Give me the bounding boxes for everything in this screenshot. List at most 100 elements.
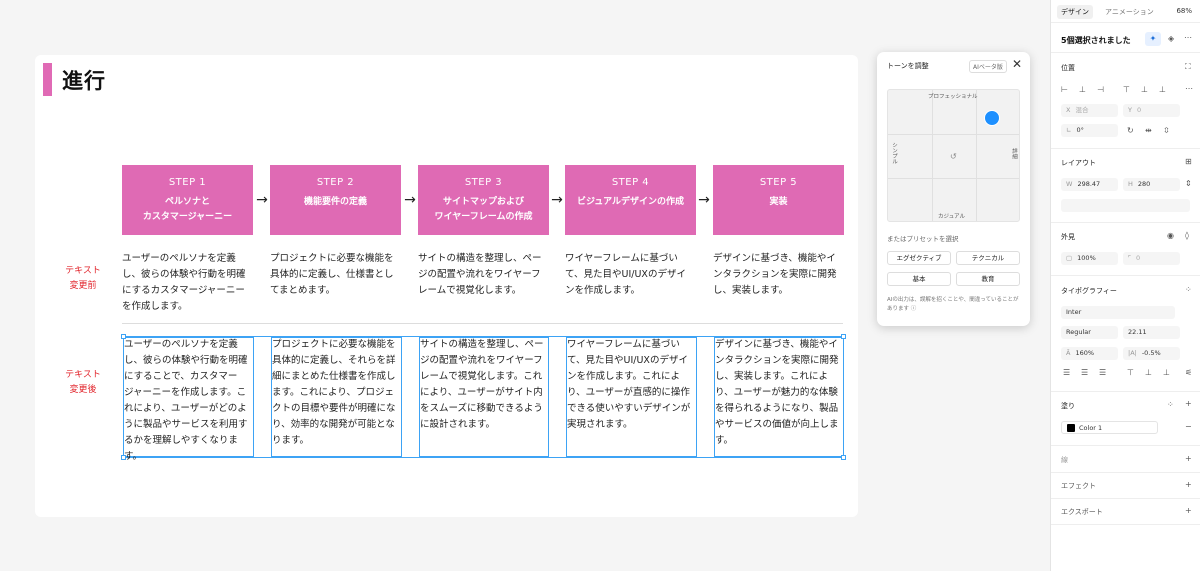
tab-animation[interactable]: アニメーション — [1105, 8, 1154, 16]
line-height-value: 160% — [1075, 349, 1095, 357]
after-text-5[interactable]: デザインに基づき、機能やイ ンタラクションを実際に開発 し、実装します。これによ… — [715, 339, 839, 446]
zoom-level[interactable]: 68% — [1176, 7, 1192, 15]
add-export-icon[interactable]: + — [1185, 506, 1192, 515]
w-label: W — [1066, 180, 1073, 188]
tone-picker-grid[interactable]: プロフェッショナル カジュアル シンプル 詳細 ↺ — [887, 89, 1020, 222]
before-text-2[interactable]: プロジェクトに必要な機能を 具体的に定義し、仕様書とし てまとめます。 — [270, 253, 394, 296]
font-weight-select[interactable]: Regular — [1061, 326, 1118, 339]
preset-education-button[interactable]: 教育 — [956, 272, 1020, 286]
page-title[interactable]: 進行 — [62, 69, 106, 93]
grid-line — [888, 178, 1019, 179]
axis-label-top: プロフェッショナル — [928, 94, 978, 100]
text-align-middle-icon[interactable]: ⊥ — [1145, 368, 1152, 377]
flip-vertical-icon[interactable]: ⇳ — [1163, 126, 1170, 135]
label-after[interactable]: テキスト 変更後 — [65, 370, 101, 395]
arrow-right-icon: → — [551, 192, 563, 208]
fill-color-field[interactable]: Color 1 — [1061, 421, 1158, 434]
before-text-1[interactable]: ユーザーのペルソナを定義 し、彼らの体験や行動を明確 にするカスタマージャーニー… — [122, 253, 246, 312]
step-box-3[interactable]: STEP 3 サイトマップおよび ワイヤーフレームの作成 — [418, 165, 549, 235]
more-icon[interactable]: ⋯ — [1184, 33, 1192, 42]
resize-handle-bl[interactable] — [121, 455, 126, 460]
font-size-field[interactable]: 22.11 — [1123, 326, 1180, 339]
color-swatch[interactable] — [1067, 424, 1075, 432]
selection-box-5 — [714, 337, 844, 457]
divider — [122, 323, 843, 324]
tone-handle[interactable] — [984, 110, 1000, 126]
blend-mode-icon[interactable]: ◊ — [1185, 231, 1189, 240]
frame-fit-icon[interactable]: ⛶ — [1185, 62, 1191, 71]
add-fill-icon[interactable]: + — [1185, 399, 1192, 408]
text-align-right-icon[interactable]: ☰ — [1099, 368, 1107, 377]
flip-horizontal-icon[interactable]: ⇹ — [1145, 126, 1152, 135]
opacity-field[interactable]: ▢100% — [1061, 252, 1118, 265]
label-before[interactable]: テキスト 変更前 — [65, 266, 101, 291]
resize-handle-tr[interactable] — [841, 334, 846, 339]
component-icon[interactable]: ◈ — [1168, 34, 1175, 43]
step-number: STEP 3 — [464, 177, 503, 188]
reset-icon[interactable]: ↺ — [950, 152, 957, 161]
resize-handle-br[interactable] — [841, 455, 846, 460]
x-value: 混合 — [1075, 106, 1089, 114]
before-text-5[interactable]: デザインに基づき、機能やイ ンタラクションを実際に開発 し、実装します。 — [713, 253, 837, 296]
divider — [1051, 52, 1200, 53]
constrain-proportions-icon[interactable]: ⇕ — [1185, 179, 1192, 188]
after-text-4[interactable]: ワイヤーフレームに基づい て、見た目やUI/UXのデザイ ンを作成します。これに… — [567, 339, 691, 430]
align-right-icon[interactable]: ⊣ — [1097, 85, 1104, 94]
step-box-4[interactable]: STEP 4 ビジュアルデザインの作成 — [565, 165, 696, 235]
after-text-3[interactable]: サイトの構造を整理し、ペー ジの配置や流れをワイヤーフ レームで視覚化します。こ… — [420, 339, 544, 430]
close-icon[interactable]: ✕ — [1011, 57, 1022, 71]
properties-panel: デザイン アニメーション 68% 5個選択されました ✦ ◈ ⋯ 位置 ⛶ ⊢ … — [1050, 0, 1200, 571]
align-center-v-icon[interactable]: ⊥ — [1141, 85, 1148, 94]
align-left-icon[interactable]: ⊢ — [1061, 85, 1068, 94]
align-bottom-icon[interactable]: ⊥ — [1159, 85, 1166, 94]
divider — [1051, 445, 1200, 446]
text-styles-icon[interactable]: ⁘ — [1185, 285, 1192, 294]
after-text-2[interactable]: プロジェクトに必要な機能を 具体的に定義し、それらを詳 細にまとめた仕様書を作成… — [272, 339, 396, 446]
tone-adjust-popup: トーンを調整 AIベータ版 ✕ プロフェッショナル カジュアル シンプル 詳細 … — [877, 52, 1030, 326]
text-align-center-icon[interactable]: ☰ — [1081, 368, 1089, 377]
effects-title[interactable]: エフェクト — [1061, 482, 1096, 490]
preset-basic-button[interactable]: 基本 — [887, 272, 951, 286]
letter-spacing-field[interactable]: |A|-0.5% — [1123, 347, 1180, 360]
more-align-icon[interactable]: ⋯ — [1185, 84, 1193, 93]
h-label: H — [1128, 180, 1133, 188]
after-text-1[interactable]: ユーザーのペルソナを定義 し、彼らの体験や行動を明確 にすることで、カスタマー … — [124, 339, 248, 462]
resizing-controls[interactable] — [1061, 199, 1190, 212]
export-title[interactable]: エクスポート — [1061, 508, 1103, 516]
step-box-2[interactable]: STEP 2 機能要件の定義 — [270, 165, 401, 235]
text-align-bottom-icon[interactable]: ⊥ — [1163, 368, 1170, 377]
canvas-frame[interactable]: 進行 STEP 1 ペルソナと カスタマージャーニー → STEP 2 機能要件… — [35, 55, 858, 517]
rotation-field[interactable]: ∟0° — [1061, 124, 1118, 137]
type-settings-icon[interactable]: ⚟ — [1185, 368, 1193, 377]
rotate-icon[interactable]: ↻ — [1127, 126, 1134, 135]
eye-icon[interactable]: ◉ — [1167, 231, 1174, 240]
color-styles-icon[interactable]: ⁘ — [1167, 400, 1174, 409]
text-align-left-icon[interactable]: ☰ — [1063, 368, 1071, 377]
align-top-icon[interactable]: ⊤ — [1123, 85, 1130, 94]
auto-layout-icon[interactable]: ⊞ — [1185, 157, 1192, 166]
step-box-5[interactable]: STEP 5 実装 — [713, 165, 844, 235]
corner-radius-field[interactable]: ⌜0 — [1123, 252, 1180, 265]
step-box-1[interactable]: STEP 1 ペルソナと カスタマージャーニー — [122, 165, 253, 235]
fill-title: 塗り — [1061, 402, 1075, 410]
remove-fill-icon[interactable]: − — [1185, 422, 1192, 431]
resize-handle-tl[interactable] — [121, 334, 126, 339]
align-center-h-icon[interactable]: ⊥ — [1079, 85, 1086, 94]
add-stroke-icon[interactable]: + — [1185, 454, 1192, 463]
ai-tone-icon[interactable]: ✦ — [1145, 32, 1161, 46]
preset-technical-button[interactable]: テクニカル — [956, 251, 1020, 265]
before-text-4[interactable]: ワイヤーフレームに基づい て、見た目やUI/UXのデザイ ンを作成します。 — [565, 253, 686, 296]
stroke-title[interactable]: 線 — [1061, 456, 1068, 464]
font-family-select[interactable]: Inter — [1061, 306, 1175, 319]
before-text-3[interactable]: サイトの構造を整理し、ペー ジの配置や流れをワイヤーフ レームで視覚化します。 — [418, 253, 542, 296]
add-effect-icon[interactable]: + — [1185, 480, 1192, 489]
text-align-top-icon[interactable]: ⊤ — [1127, 368, 1134, 377]
preset-executive-button[interactable]: エグゼクティブ — [887, 251, 951, 265]
divider — [1051, 222, 1200, 223]
tab-design[interactable]: デザイン — [1057, 5, 1093, 19]
